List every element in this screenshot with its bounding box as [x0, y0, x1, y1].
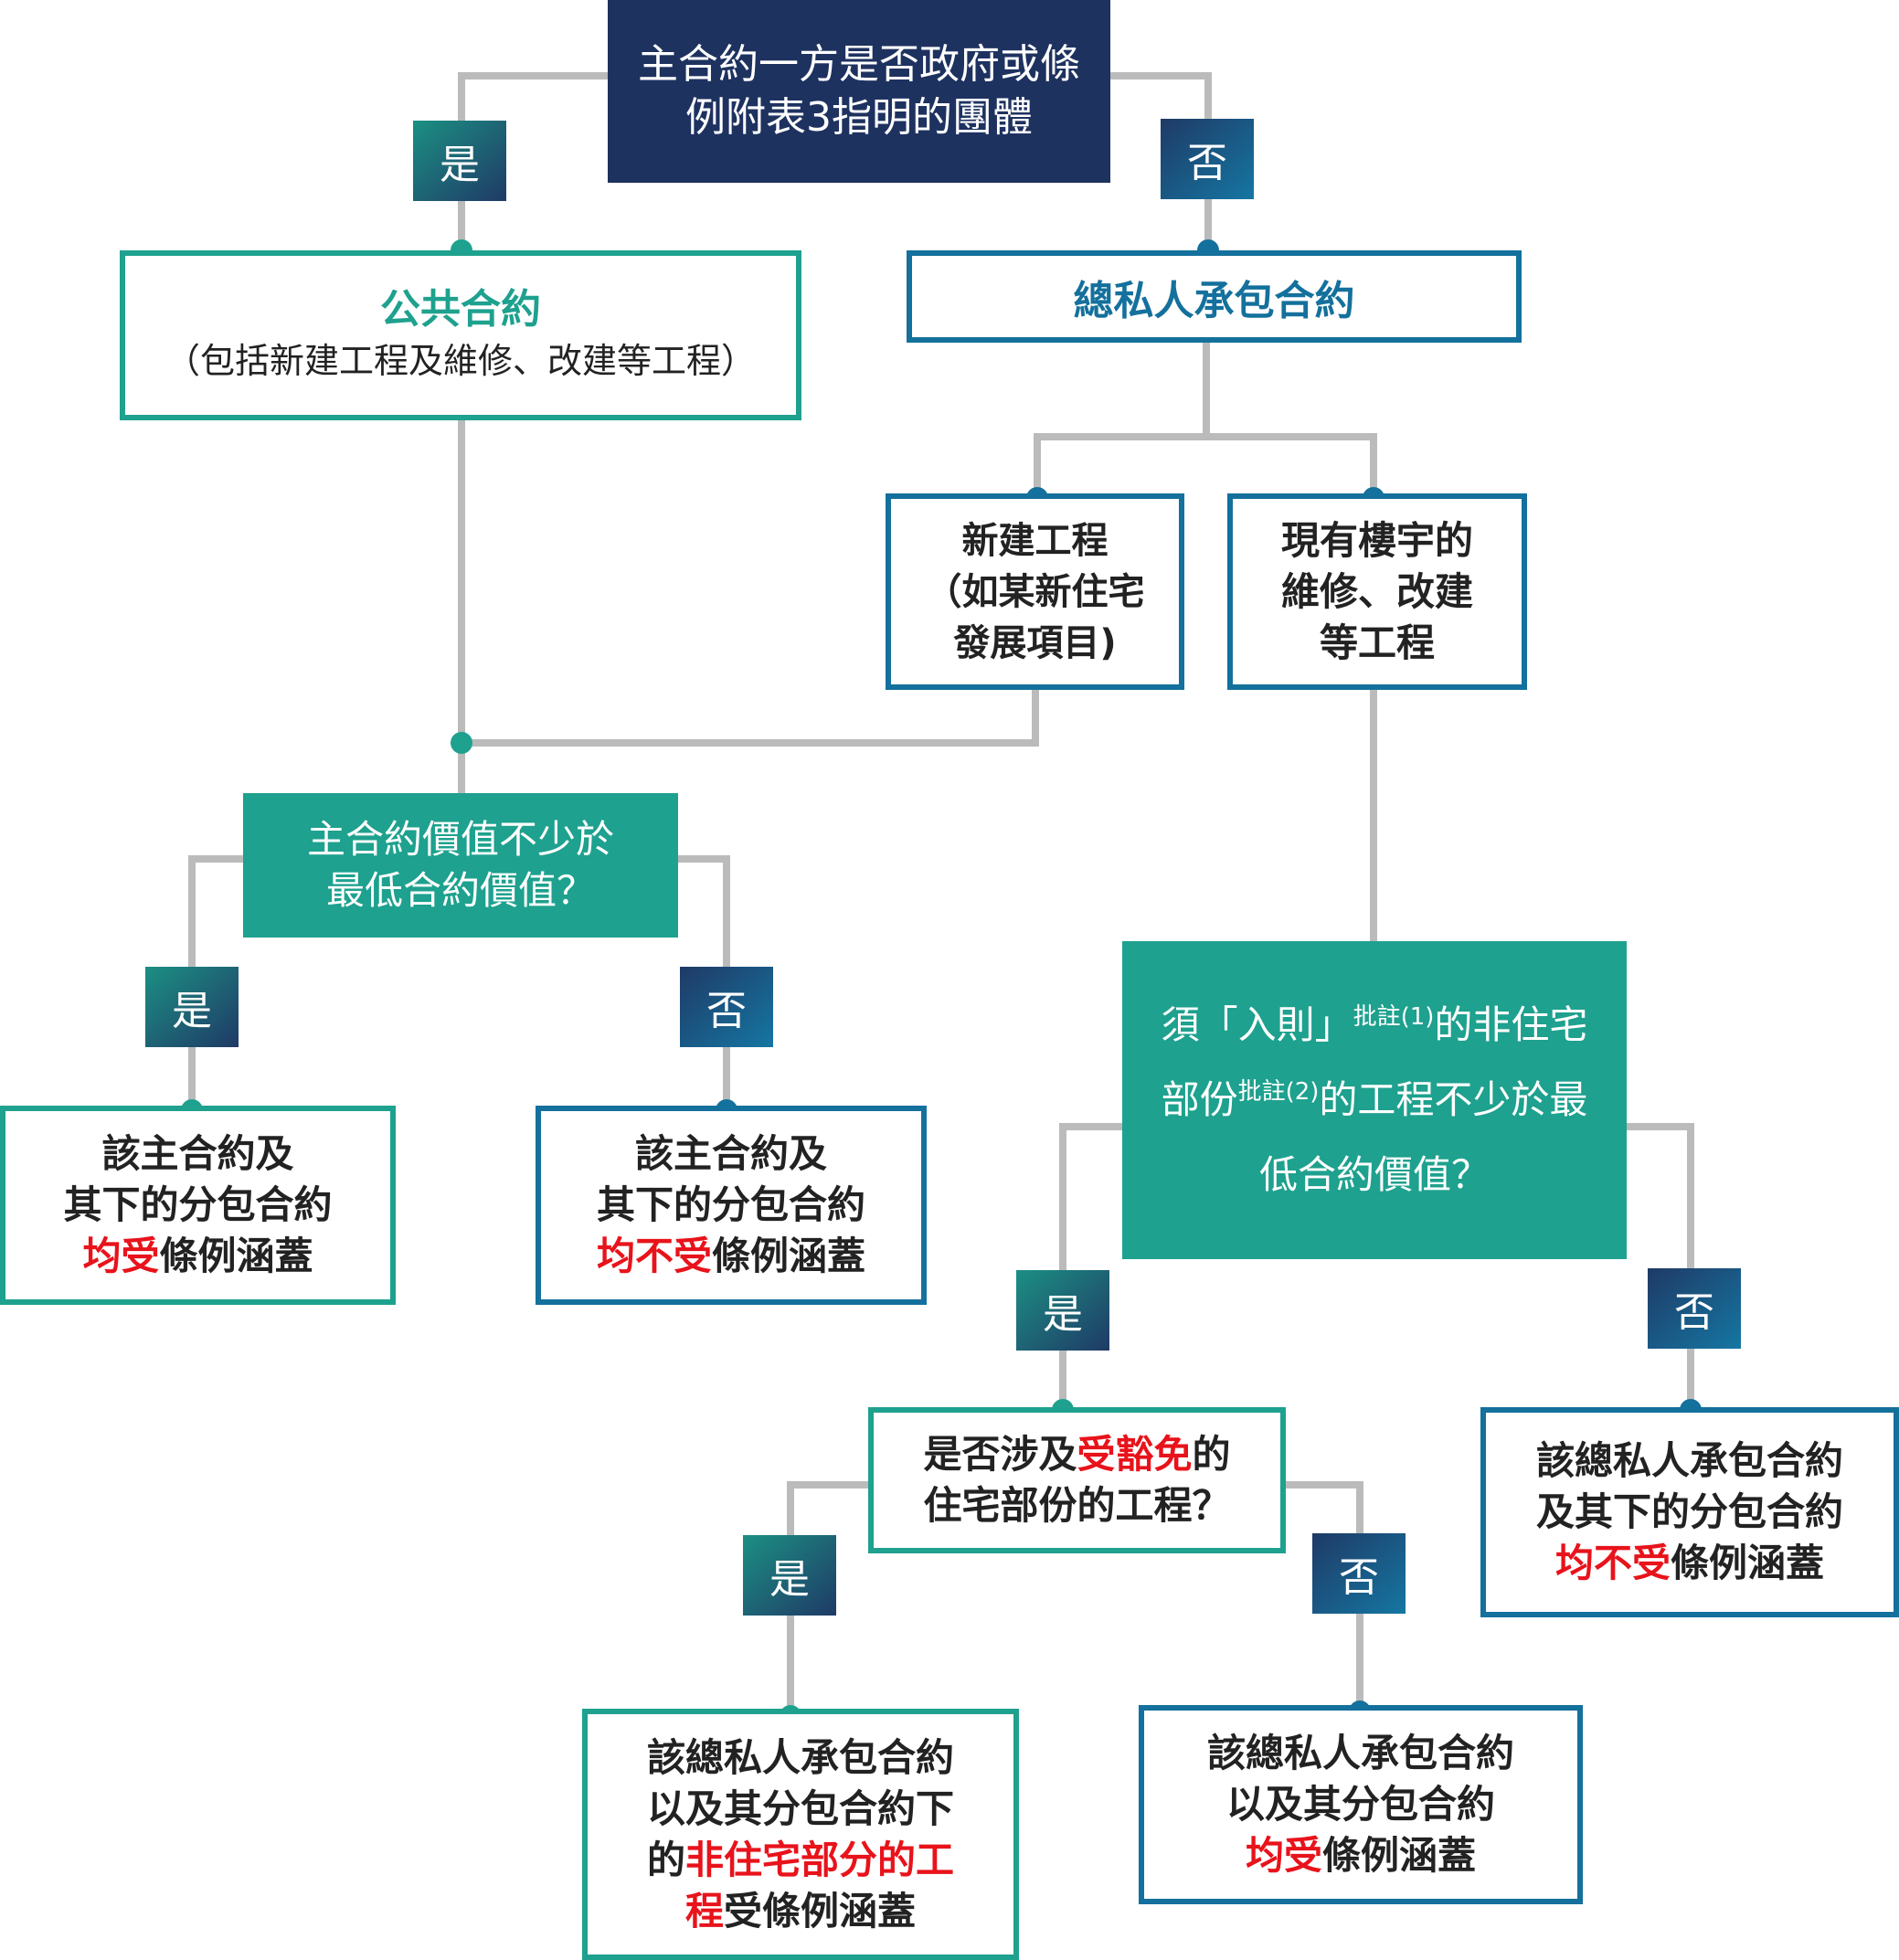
outcome-all-covered-line2: 以及其分包合約 — [1225, 1782, 1495, 1827]
existing-works-line3: 等工程 — [1319, 620, 1435, 665]
root-question-line1: 主合約一方是否政府或條 — [638, 41, 1080, 88]
outcome-covered-line2: 其下的分包合約 — [63, 1182, 333, 1227]
new-works-line2: （如某新住宅 — [925, 570, 1145, 613]
contract-value-question-line2: 最低合約價值？ — [325, 868, 595, 913]
non-residential-yes-badge: 是 — [1016, 1270, 1109, 1351]
non-residential-line1-a: 須「入則」 — [1161, 1002, 1353, 1047]
outcome-partial-line1: 該總私人承包合約 — [646, 1734, 954, 1780]
contract-value-no-badge: 否 — [680, 967, 773, 1047]
non-residential-line2-a: 部份 — [1161, 1077, 1238, 1122]
contract-value-question-box: 主合約價值不少於 最低合約價值？ — [243, 793, 678, 938]
main-private-contract-title: 總私人承包合約 — [1073, 277, 1355, 324]
outcome-covered-red: 均受 — [82, 1234, 160, 1278]
non-residential-question-box: 須「入則」批註(1)的非住宅 部份批註(2)的工程不少於最 低合約價值？ — [1122, 941, 1627, 1259]
non-residential-line2-b: 的工程不少於最 — [1319, 1077, 1588, 1122]
outcome-all-covered-line3: 均受條例涵蓋 — [1246, 1830, 1476, 1881]
outcome-partial-line2: 以及其分包合約下 — [646, 1785, 954, 1831]
outcome-not-covered-red: 均不受 — [596, 1234, 712, 1278]
exempt-residential-question-box: 是否涉及受豁免的 住宅部份的工程？ — [868, 1407, 1286, 1553]
exempt-yes-badge: 是 — [743, 1535, 836, 1616]
public-contract-note: （包括新建工程及維修、改建等工程） — [164, 341, 756, 381]
non-residential-question-line1: 須「入則」批註(1)的非住宅 — [1162, 988, 1588, 1063]
outcome-private-not-covered-line3: 均不受條例涵蓋 — [1555, 1538, 1824, 1589]
outcome-private-not-covered-rest: 條例涵蓋 — [1671, 1541, 1825, 1585]
new-works-box: 新建工程 （如某新住宅 發展項目) — [886, 493, 1184, 690]
outcome-all-covered-box: 該總私人承包合約 以及其分包合約 均受條例涵蓋 — [1139, 1705, 1583, 1904]
existing-works-line1: 現有樓宇的 — [1280, 517, 1473, 563]
exempt-question-line2: 住宅部份的工程？ — [923, 1483, 1231, 1528]
root-yes-badge: 是 — [413, 121, 506, 201]
new-works-line3: 發展項目) — [953, 621, 1117, 664]
outcome-private-not-covered-red: 均不受 — [1554, 1541, 1671, 1585]
public-contract-box: 公共合約 （包括新建工程及維修、改建等工程） — [120, 250, 801, 420]
outcome-partial-line4-b: 受條例涵蓋 — [724, 1888, 917, 1934]
outcome-partial-covered-box: 該總私人承包合約 以及其分包合約下 的非住宅部分的工 程受條例涵蓋 — [582, 1709, 1019, 1960]
outcome-covered-line3: 均受條例涵蓋 — [82, 1231, 313, 1282]
exempt-line1-red: 受豁免 — [1077, 1432, 1193, 1477]
outcome-partial-line4-red: 程 — [684, 1888, 724, 1934]
non-residential-no-badge: 否 — [1648, 1268, 1741, 1349]
outcome-covered-box: 該主合約及 其下的分包合約 均受條例涵蓋 — [0, 1106, 396, 1305]
exempt-line1-a: 是否涉及 — [923, 1432, 1077, 1477]
outcome-partial-line3: 的非住宅部分的工 — [647, 1835, 954, 1886]
main-private-contract-box: 總私人承包合約 — [907, 250, 1522, 343]
outcome-all-covered-rest: 條例涵蓋 — [1322, 1833, 1477, 1878]
existing-works-box: 現有樓宇的 維修、改建 等工程 — [1227, 493, 1527, 690]
outcome-private-not-covered-line2: 及其下的分包合約 — [1535, 1489, 1843, 1534]
root-question-box: 主合約一方是否政府或條 例附表3指明的團體 — [608, 0, 1110, 183]
outcome-all-covered-line1: 該總私人承包合約 — [1206, 1731, 1514, 1775]
contract-value-yes-badge: 是 — [145, 967, 239, 1047]
outcome-partial-line4: 程受條例涵蓋 — [685, 1886, 916, 1937]
root-no-badge: 否 — [1161, 119, 1254, 199]
note-ref-2: 批註(2) — [1237, 1078, 1320, 1106]
exempt-question-line1: 是否涉及受豁免的 — [923, 1429, 1230, 1480]
outcome-not-covered-rest: 條例涵蓋 — [712, 1234, 866, 1278]
outcome-partial-line3-red: 非住宅部分的工 — [685, 1837, 955, 1882]
existing-works-line2: 維修、改建 — [1280, 568, 1473, 614]
outcome-partial-line3-a: 的 — [646, 1837, 685, 1882]
outcome-private-not-covered-box: 該總私人承包合約 及其下的分包合約 均不受條例涵蓋 — [1480, 1407, 1899, 1617]
root-question-line2: 例附表3指明的團體 — [685, 94, 1033, 141]
outcome-not-covered-line1: 該主合約及 — [634, 1131, 827, 1176]
public-contract-title: 公共合約 — [380, 286, 541, 333]
non-residential-question-line3: 低合約價值？ — [1258, 1152, 1490, 1197]
outcome-covered-line1: 該主合約及 — [101, 1131, 294, 1176]
outcome-not-covered-line3: 均不受條例涵蓋 — [597, 1231, 865, 1282]
exempt-no-badge: 否 — [1312, 1533, 1406, 1614]
non-residential-line1-b: 的非住宅 — [1434, 1002, 1588, 1047]
outcome-private-not-covered-line1: 該總私人承包合約 — [1535, 1438, 1843, 1483]
outcome-not-covered-line2: 其下的分包合約 — [596, 1182, 865, 1227]
exempt-line1-b: 的 — [1192, 1432, 1231, 1477]
note-ref-1: 批註(1) — [1353, 1003, 1435, 1031]
outcome-covered-rest: 條例涵蓋 — [159, 1234, 313, 1278]
non-residential-question-line2: 部份批註(2)的工程不少於最 — [1162, 1063, 1588, 1138]
outcome-all-covered-red: 均受 — [1245, 1833, 1322, 1878]
outcome-not-covered-box: 該主合約及 其下的分包合約 均不受條例涵蓋 — [536, 1106, 927, 1305]
contract-value-question-line1: 主合約價值不少於 — [306, 817, 614, 862]
new-works-line1: 新建工程 — [961, 519, 1109, 562]
